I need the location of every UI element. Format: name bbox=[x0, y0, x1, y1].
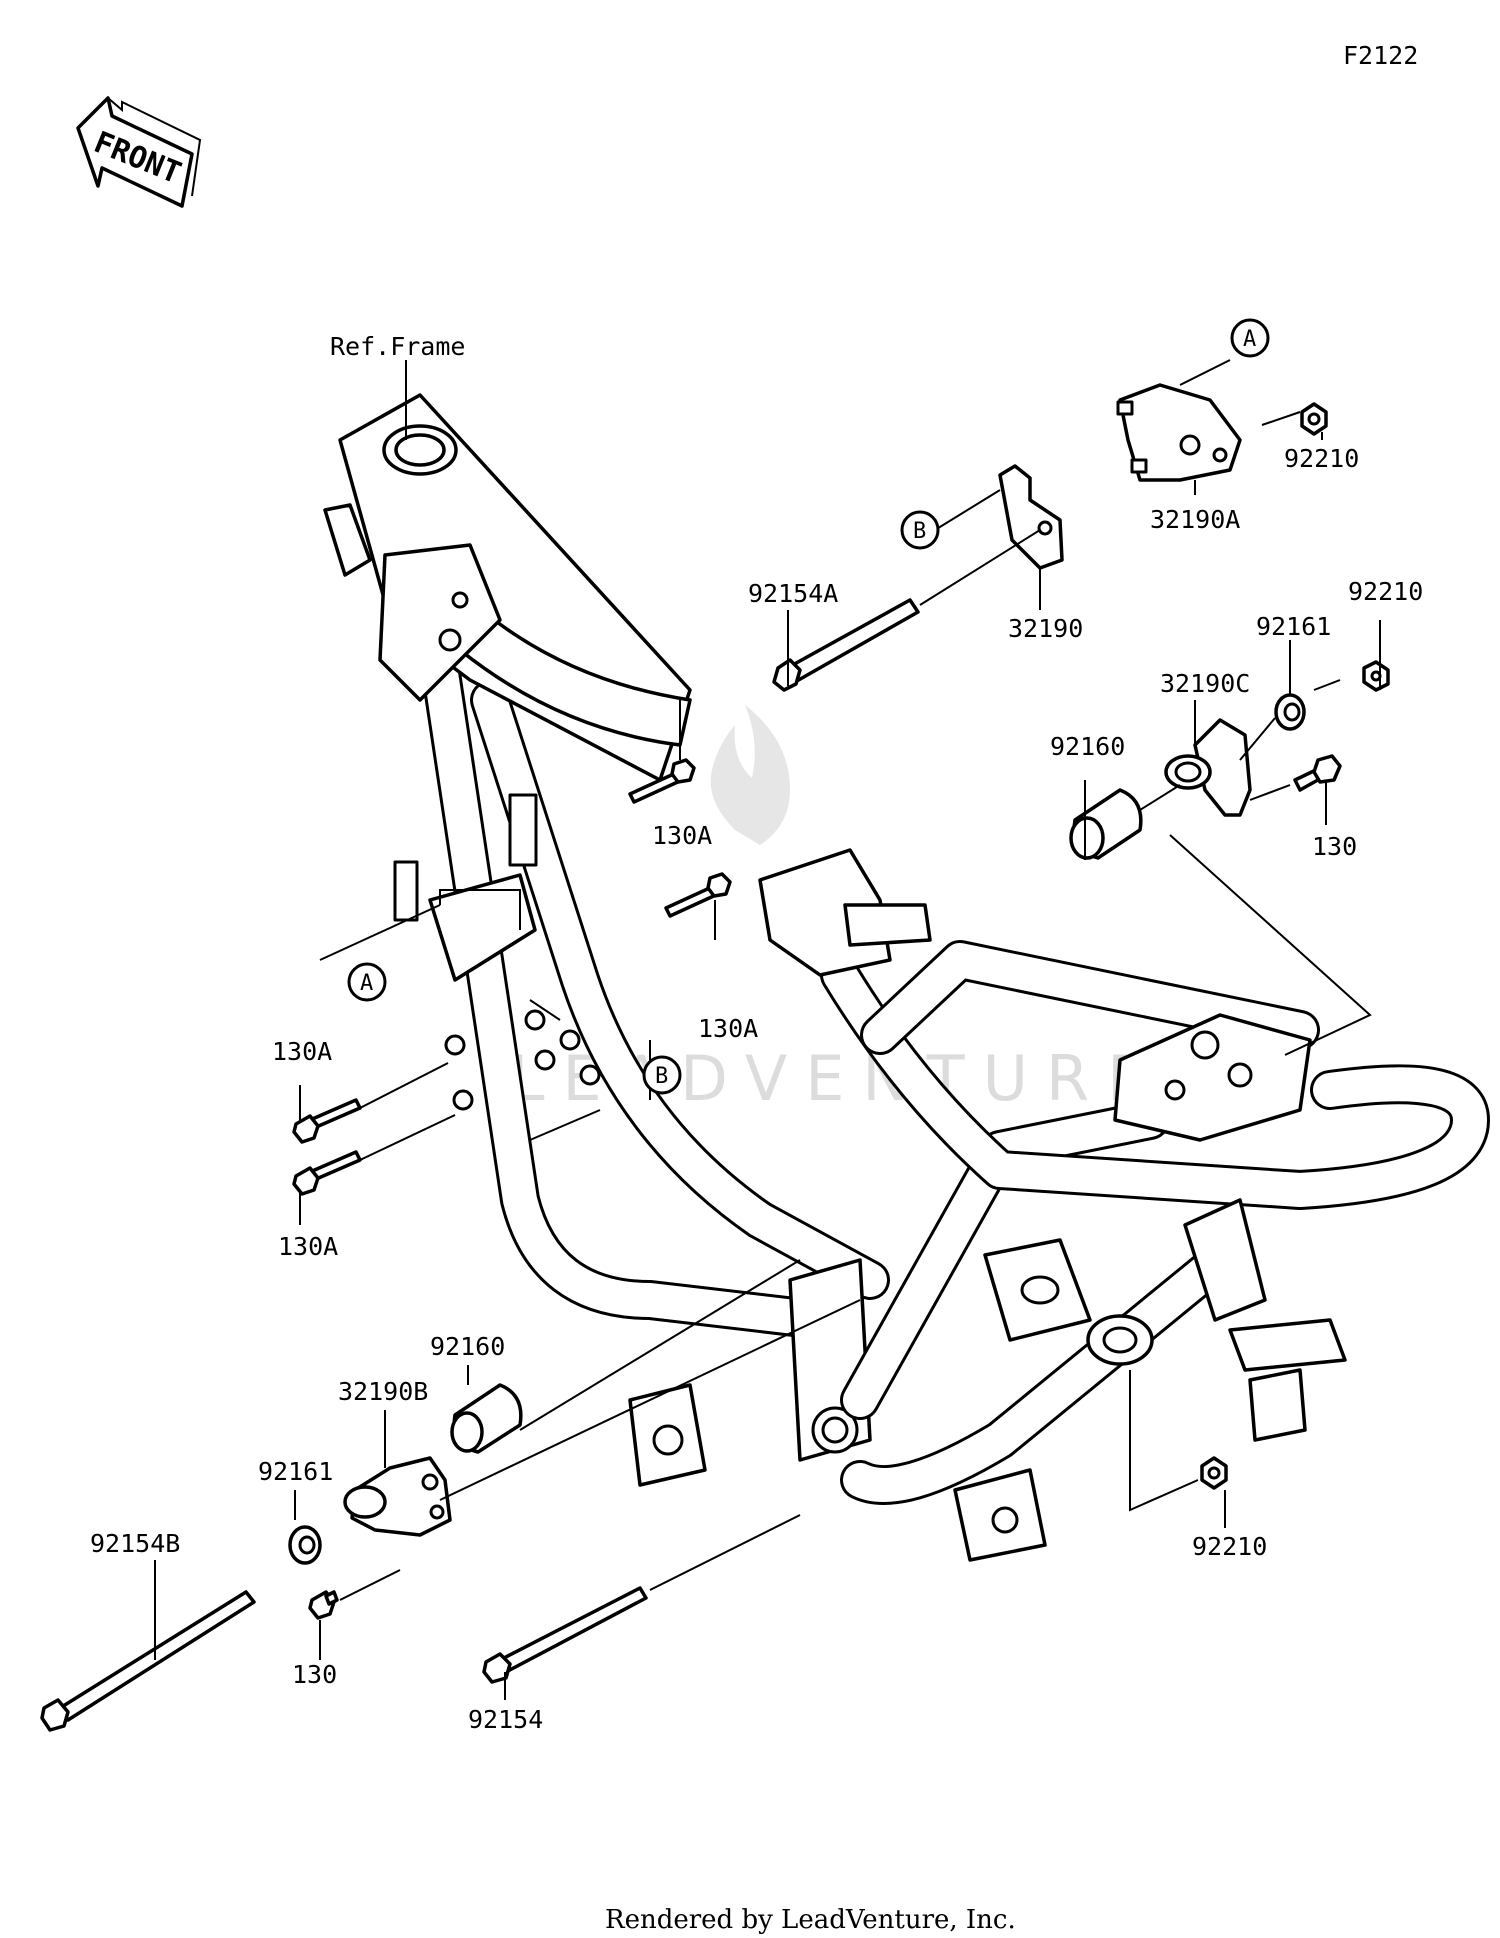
bolt-92154B[interactable] bbox=[40, 1590, 256, 1732]
bolt-130-left[interactable] bbox=[308, 1590, 339, 1620]
callout-b-top[interactable]: B bbox=[900, 510, 940, 550]
label-92154B[interactable]: 92154B bbox=[90, 1529, 180, 1558]
callout-a-top[interactable]: A bbox=[1230, 318, 1270, 358]
label-32190[interactable]: 32190 bbox=[1008, 614, 1083, 643]
part-32190A[interactable] bbox=[1116, 383, 1242, 482]
label-92210-right[interactable]: 92210 bbox=[1348, 577, 1423, 606]
label-130A-left-bottom[interactable]: 130A bbox=[278, 1232, 338, 1261]
callout-b-frame[interactable]: B bbox=[642, 1055, 682, 1095]
label-92210-top[interactable]: 92210 bbox=[1284, 444, 1359, 473]
bolt-130A-left-top[interactable] bbox=[292, 1098, 362, 1144]
label-130A-mid[interactable]: 130A bbox=[698, 1014, 758, 1043]
bushing-92160-right[interactable] bbox=[1069, 788, 1143, 860]
leader-lines bbox=[154, 359, 1381, 1700]
bolt-92154[interactable] bbox=[482, 1586, 648, 1684]
label-92210-bottom[interactable]: 92210 bbox=[1192, 1532, 1267, 1561]
bolt-130A-mid[interactable] bbox=[664, 872, 732, 918]
bolt-130A-upper[interactable] bbox=[628, 758, 696, 804]
label-32190C[interactable]: 32190C bbox=[1160, 669, 1250, 698]
label-92154[interactable]: 92154 bbox=[468, 1705, 543, 1734]
bushing-92160-left[interactable] bbox=[450, 1383, 523, 1454]
nut-92210-top[interactable] bbox=[1300, 402, 1328, 436]
washer-92161-left[interactable] bbox=[288, 1525, 322, 1565]
label-130-right[interactable]: 130 bbox=[1312, 832, 1357, 861]
label-130-left[interactable]: 130 bbox=[292, 1660, 337, 1689]
callout-b-frame-text: B bbox=[655, 1064, 668, 1089]
label-92161-right[interactable]: 92161 bbox=[1256, 612, 1331, 641]
diagram-code: F2122 bbox=[1343, 41, 1418, 70]
front-arrow: FRONT bbox=[76, 96, 202, 208]
part-32190[interactable] bbox=[998, 464, 1064, 570]
label-130A-left-top[interactable]: 130A bbox=[272, 1037, 332, 1066]
ref-frame-label: Ref.Frame bbox=[330, 332, 465, 361]
part-32190C[interactable] bbox=[1164, 718, 1252, 817]
nut-92210-right[interactable] bbox=[1362, 660, 1390, 692]
bolt-130A-left-bottom[interactable] bbox=[292, 1150, 362, 1196]
washer-92161-right[interactable] bbox=[1274, 693, 1306, 731]
label-32190B[interactable]: 32190B bbox=[338, 1377, 428, 1406]
label-92160-right[interactable]: 92160 bbox=[1050, 732, 1125, 761]
part-32190B[interactable] bbox=[343, 1456, 452, 1537]
callout-a-top-text: A bbox=[1243, 327, 1256, 352]
label-130A-upper[interactable]: 130A bbox=[652, 821, 712, 850]
callout-b-top-text: B bbox=[913, 519, 926, 544]
frame-assembly bbox=[323, 393, 1490, 1562]
footer-credit: Rendered by LeadVenture, Inc. bbox=[605, 1905, 1016, 1935]
label-92161-left[interactable]: 92161 bbox=[258, 1457, 333, 1486]
label-32190A[interactable]: 32190A bbox=[1150, 505, 1240, 534]
callout-a-frame-text: A bbox=[360, 971, 373, 996]
label-92160-left[interactable]: 92160 bbox=[430, 1332, 505, 1361]
bolt-92154A[interactable] bbox=[772, 598, 920, 692]
callout-a-frame[interactable]: A bbox=[347, 962, 387, 1002]
bolt-130-right[interactable] bbox=[1293, 754, 1342, 792]
nut-92210-bottom[interactable] bbox=[1200, 1456, 1228, 1490]
label-92154A[interactable]: 92154A bbox=[748, 579, 838, 608]
